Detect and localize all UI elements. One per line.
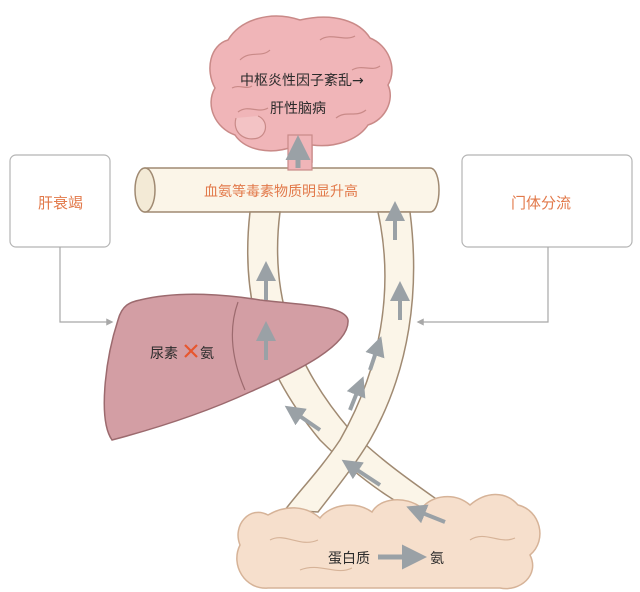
intestine-protein-label: 蛋白质 xyxy=(328,551,370,567)
x-mark-icon xyxy=(184,344,198,358)
flow-arrows xyxy=(256,201,446,524)
liver-failure-label: 肝衰竭 xyxy=(38,194,84,212)
connector-left xyxy=(59,247,114,326)
connector-right xyxy=(416,247,549,326)
blood-vessel xyxy=(134,167,440,213)
liver-ammonia-label: 氨 xyxy=(200,346,214,362)
vessel-label: 血氨等毒素物质明显升高 xyxy=(204,184,358,200)
portosystemic-shunt-label: 门体分流 xyxy=(511,194,572,212)
intestine-ammonia-label: 氨 xyxy=(430,551,444,567)
brain-label-line1: 中枢炎性因子紊乱→ xyxy=(240,73,364,89)
intestine xyxy=(236,493,541,590)
brain-label-line2: 肝性脑病 xyxy=(270,101,326,117)
liver xyxy=(103,293,349,441)
portosystemic-shunt-box xyxy=(461,154,633,248)
liver-urea-label: 尿素 xyxy=(150,346,178,362)
